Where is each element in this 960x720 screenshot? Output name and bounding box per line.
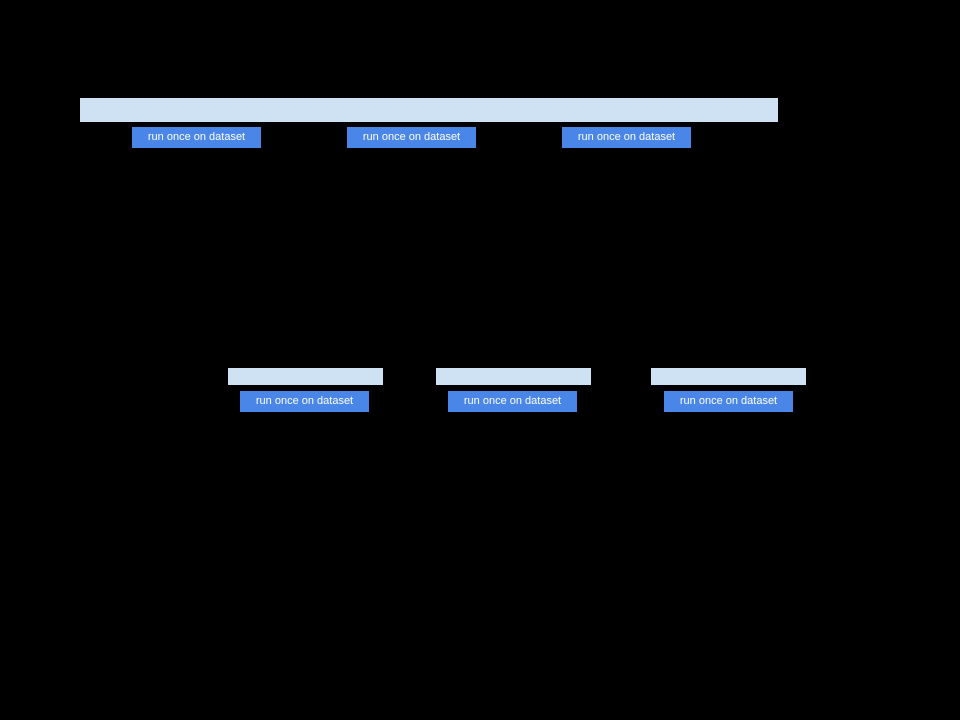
- run-once-button[interactable]: run once on dataset: [664, 391, 793, 412]
- middle-pipeline-bar: [228, 368, 383, 385]
- run-once-button[interactable]: run once on dataset: [132, 127, 261, 148]
- run-once-button[interactable]: run once on dataset: [448, 391, 577, 412]
- run-once-button[interactable]: run once on dataset: [240, 391, 369, 412]
- middle-pipeline-bar: [651, 368, 806, 385]
- top-pipeline-bar: [80, 98, 778, 122]
- run-once-button[interactable]: run once on dataset: [562, 127, 691, 148]
- run-once-button[interactable]: run once on dataset: [347, 127, 476, 148]
- middle-pipeline-bar: [436, 368, 591, 385]
